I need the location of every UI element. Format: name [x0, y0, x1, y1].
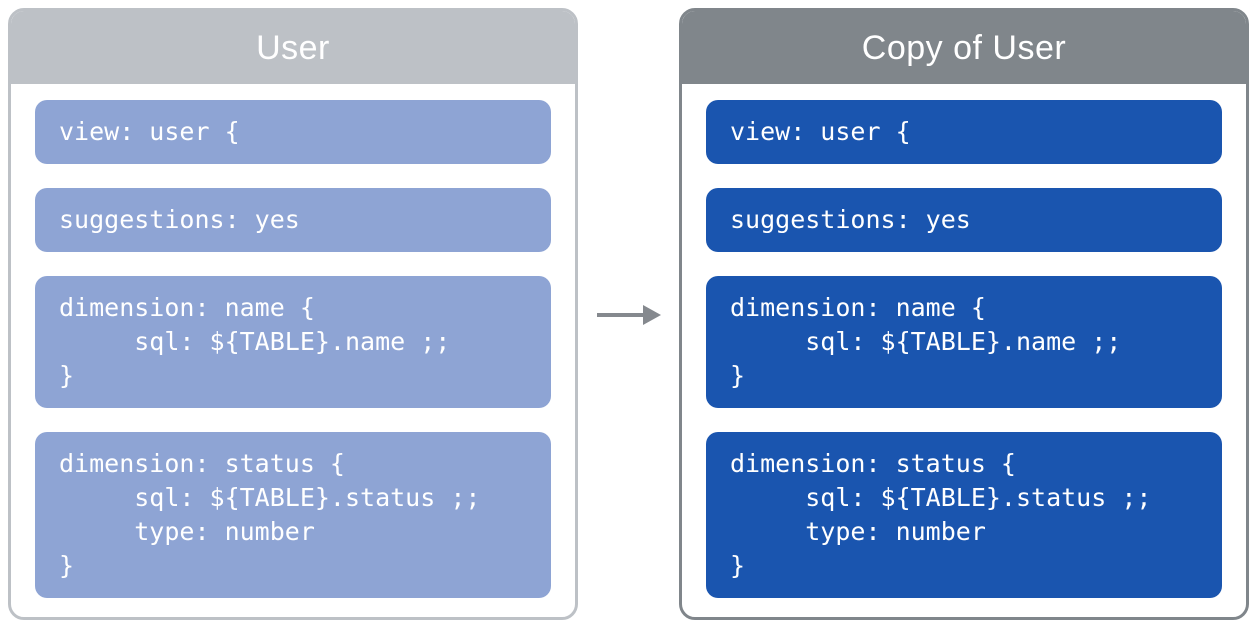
copy-of-user-view-panel-header: Copy of User — [682, 11, 1246, 84]
code-block-dimension-status: dimension: status { sql: ${TABLE}.status… — [35, 432, 551, 598]
panel-title-user: User — [256, 28, 330, 67]
code-block-view-declaration-copy: view: user { — [706, 100, 1222, 164]
panel-title-copy-of-user: Copy of User — [861, 28, 1067, 67]
user-view-panel-header: User — [11, 11, 575, 84]
code-block-dimension-name-copy: dimension: name { sql: ${TABLE}.name ;; … — [706, 276, 1222, 408]
code-block-suggestions-copy: suggestions: yes — [706, 188, 1222, 252]
copy-of-user-view-panel-body: view: user { suggestions: yes dimension:… — [682, 84, 1246, 608]
user-view-panel-body: view: user { suggestions: yes dimension:… — [11, 84, 575, 608]
code-block-dimension-status-copy: dimension: status { sql: ${TABLE}.status… — [706, 432, 1222, 598]
code-block-suggestions: suggestions: yes — [35, 188, 551, 252]
copy-arrow-icon — [593, 300, 665, 330]
copy-of-user-view-panel: Copy of User view: user { suggestions: y… — [679, 8, 1249, 620]
user-view-panel: User view: user { suggestions: yes dimen… — [8, 8, 578, 620]
code-block-dimension-name: dimension: name { sql: ${TABLE}.name ;; … — [35, 276, 551, 408]
code-block-view-declaration: view: user { — [35, 100, 551, 164]
